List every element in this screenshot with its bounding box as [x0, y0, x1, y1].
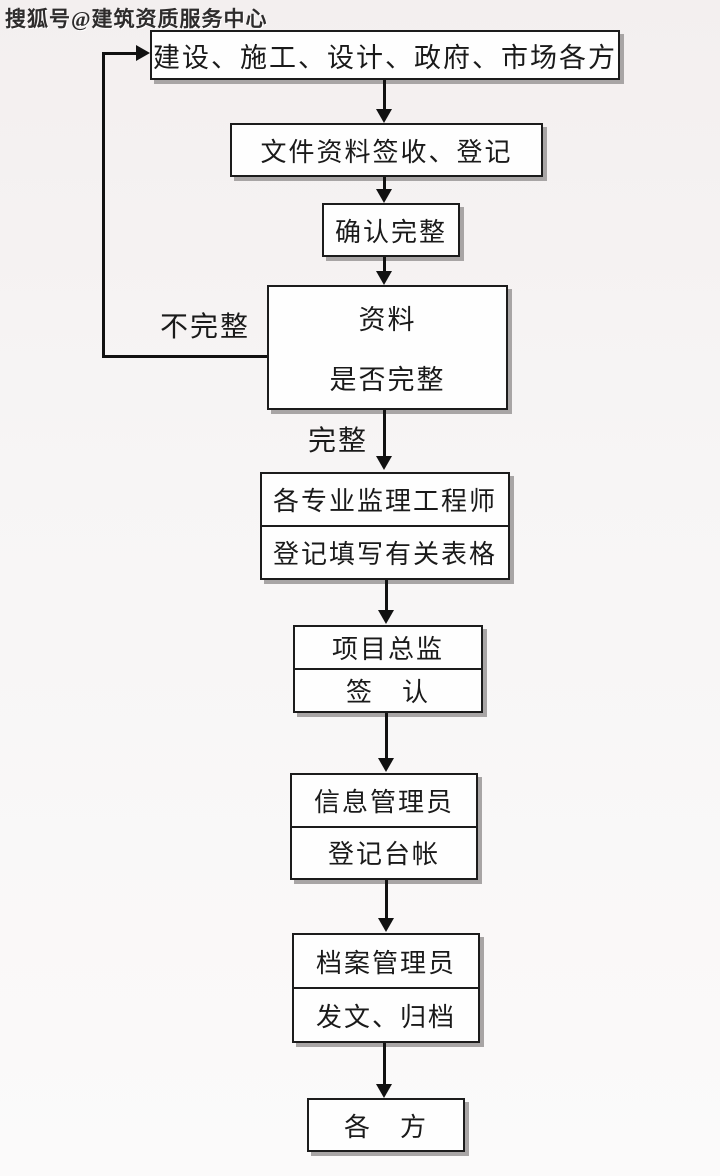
node-sign-in-register: 文件资料签收、登记 [230, 123, 543, 177]
connector-infomanager-to-archive [385, 880, 388, 919]
node-confirm-complete-label: 确认完整 [334, 217, 447, 247]
arrowhead-incomplete-return [136, 45, 150, 61]
connector-decision-to-engineers [383, 410, 386, 457]
node-archive-manager: 档案管理员 发文、归档 [292, 933, 480, 1043]
node-supervising-engineers-line2: 登记填写有关表格 [262, 525, 508, 578]
connector-incomplete-horizontal [102, 355, 267, 358]
node-chief-supervisor-line2: 签 认 [295, 668, 481, 711]
watermark-text: 搜狐号@建筑资质服务中心 [5, 7, 268, 31]
arrowhead-engineers-to-supervisor [378, 610, 394, 624]
arrowhead-archive-to-allparties [376, 1084, 392, 1098]
node-all-parties-label: 各 方 [343, 1112, 428, 1142]
connector-engineers-to-supervisor [385, 580, 388, 611]
branch-label-incomplete: 不完整 [160, 312, 251, 343]
node-parties-source: 建设、施工、设计、政府、市场各方 [150, 30, 620, 80]
node-chief-supervisor-line1: 项目总监 [331, 635, 444, 664]
node-information-manager-line1: 信息管理员 [313, 787, 454, 817]
arrowhead-confirm-to-decision [376, 271, 392, 285]
connector-archive-to-allparties [383, 1043, 386, 1085]
node-decision-line2: 是否完整 [329, 365, 446, 396]
node-decision-line1: 资料 [358, 304, 417, 335]
arrowhead-supervisor-to-infomanager [378, 758, 394, 772]
arrowhead-infomanager-to-archive [378, 918, 394, 932]
node-decision-data-complete: 资料 是否完整 [267, 285, 508, 410]
node-information-manager: 信息管理员 登记台帐 [290, 773, 478, 880]
node-information-manager-line2: 登记台帐 [292, 825, 476, 879]
connector-supervisor-to-infomanager [385, 713, 388, 759]
arrowhead-parties-to-signin [376, 109, 392, 123]
node-supervising-engineers-line1: 各专业监理工程师 [272, 487, 497, 516]
node-archive-manager-line1: 档案管理员 [315, 948, 456, 978]
connector-incomplete-vertical [102, 52, 105, 358]
connector-confirm-to-decision [383, 257, 386, 272]
branch-label-complete: 完整 [308, 426, 369, 457]
connector-parties-to-signin [383, 80, 386, 110]
node-confirm-complete: 确认完整 [322, 203, 460, 257]
connector-signin-to-confirm [383, 177, 386, 190]
node-archive-manager-line2: 发文、归档 [294, 987, 478, 1041]
node-parties-source-label: 建设、施工、设计、政府、市场各方 [153, 42, 617, 73]
node-chief-supervisor: 项目总监 签 认 [293, 625, 483, 713]
connector-incomplete-return [102, 52, 136, 55]
arrowhead-decision-to-engineers [376, 456, 392, 470]
node-sign-in-register-label: 文件资料签收、登记 [260, 137, 513, 167]
arrowhead-signin-to-confirm [376, 189, 392, 203]
node-supervising-engineers: 各专业监理工程师 登记填写有关表格 [260, 472, 510, 580]
node-all-parties: 各 方 [307, 1098, 465, 1152]
